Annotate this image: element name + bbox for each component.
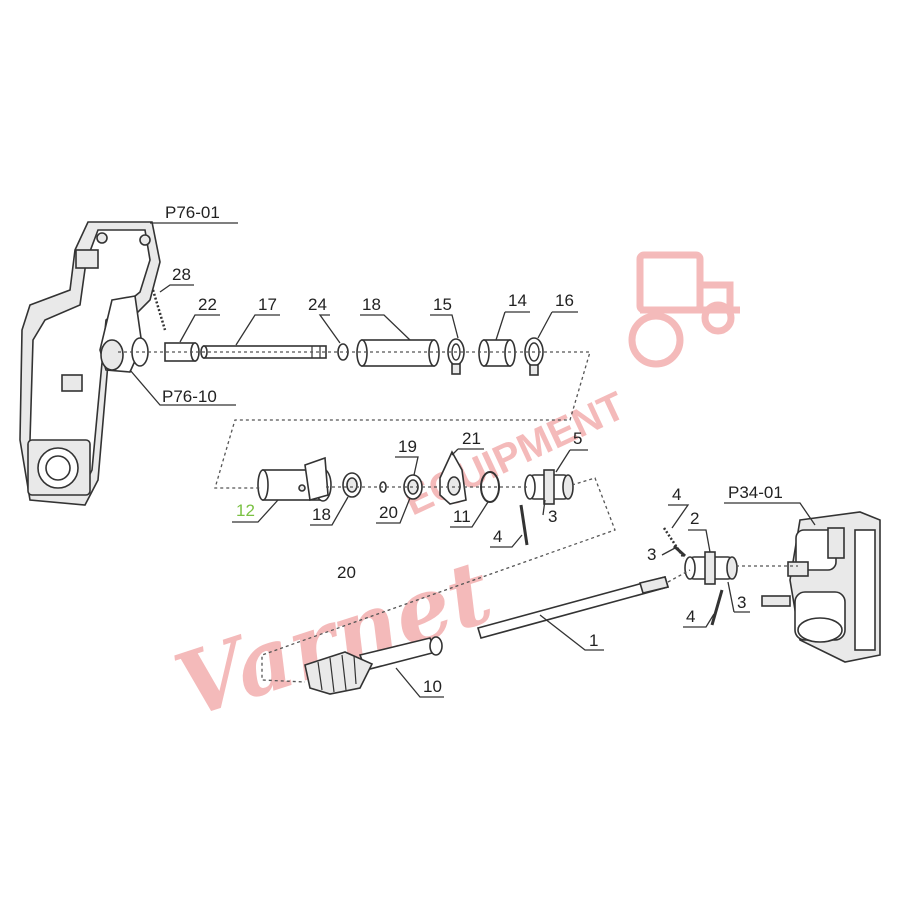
label-p76-01: P76-01 <box>165 203 220 222</box>
label-2: 2 <box>690 509 699 528</box>
label-3-mid: 3 <box>548 507 557 526</box>
part-1-shaft <box>476 576 670 639</box>
watermark-script-text: Varnet <box>163 539 503 738</box>
part-2-ujoint <box>684 551 738 585</box>
part-18-bearing <box>342 472 362 498</box>
label-4-right-top: 4 <box>672 485 681 504</box>
label-16: 16 <box>555 291 574 310</box>
part-18-sleeve <box>356 339 440 367</box>
label-11: 11 <box>453 507 471 526</box>
label-28: 28 <box>172 265 191 284</box>
label-14: 14 <box>508 291 527 310</box>
part-19-bearing <box>403 474 423 500</box>
label-p76-10: P76-10 <box>162 387 217 406</box>
part-16-clamp <box>524 337 544 376</box>
tractor-icon <box>628 251 740 368</box>
label-p34-01: P34-01 <box>728 483 783 502</box>
part-28-pin <box>151 289 167 331</box>
label-24: 24 <box>308 295 327 314</box>
part-12-housing <box>257 456 332 502</box>
part-5-ujoint <box>524 469 574 505</box>
label-5: 5 <box>573 429 582 448</box>
part-11-circlip <box>480 471 500 503</box>
label-4-right-bottom: 4 <box>686 607 695 626</box>
part-14-bushing <box>478 339 516 367</box>
label-17: 17 <box>258 295 277 314</box>
part-22-bushing <box>164 342 200 362</box>
label-12: 12 <box>236 501 255 520</box>
label-18-mid: 18 <box>312 505 331 524</box>
label-15: 15 <box>433 295 452 314</box>
label-3-right-bottom: 3 <box>737 593 746 612</box>
callouts: P76-01 P76-10 28 22 17 24 18 15 14 16 19… <box>129 203 816 698</box>
part-4-pin-right-bottom <box>710 589 724 626</box>
housing-p34-01 <box>761 511 881 663</box>
part-15-clamp <box>447 338 465 375</box>
label-4-mid: 4 <box>493 527 502 546</box>
label-10: 10 <box>423 677 442 696</box>
label-3-right-top: 3 <box>647 545 656 564</box>
part-4-pin <box>519 504 529 546</box>
housing-p76-01 <box>19 221 161 506</box>
label-18-top: 18 <box>362 295 381 314</box>
label-20-mid: 20 <box>379 503 398 522</box>
part-10-boot <box>304 636 443 695</box>
part-3-pin-right-top <box>672 544 687 558</box>
watermark-block-text: EQUIPMENT <box>398 384 632 524</box>
part-21-cam <box>439 450 467 505</box>
label-1: 1 <box>589 631 598 650</box>
label-19: 19 <box>398 437 417 456</box>
label-21: 21 <box>462 429 481 448</box>
label-20-low: 20 <box>337 563 356 582</box>
alignment-lines <box>118 351 798 683</box>
label-22: 22 <box>198 295 217 314</box>
